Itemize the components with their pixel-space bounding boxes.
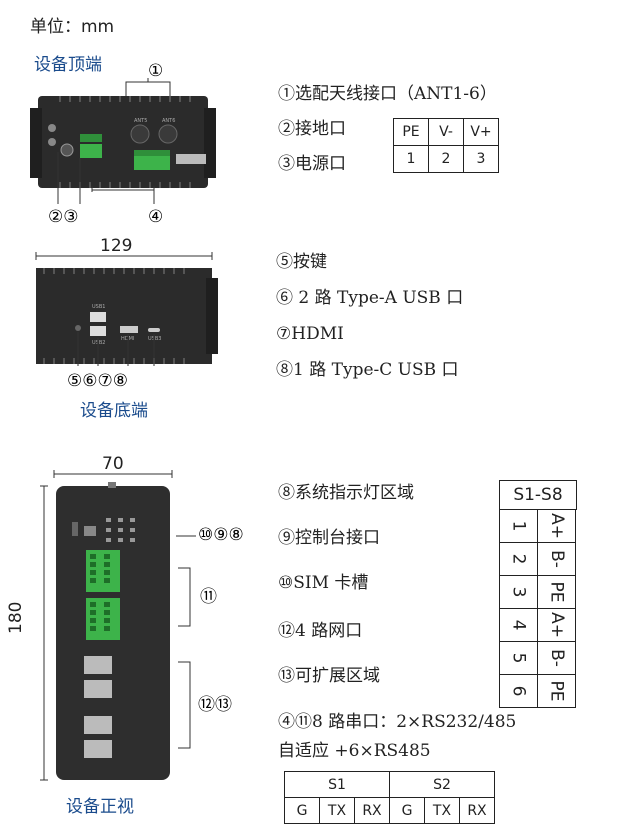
- ethernet-port-icon: [84, 680, 112, 698]
- front-view-title: 设备正视: [66, 797, 134, 817]
- callout-10-9-8: ⑩⑨⑧: [198, 525, 244, 545]
- bottom-width-dim: 129: [100, 236, 133, 256]
- callout-1: ①: [148, 61, 163, 81]
- antenna-port-icon: [130, 124, 150, 144]
- bottom-item-5: ⑤按键: [276, 252, 327, 272]
- serial-line-1: ④⑪8 路串口：2×RS232/485: [278, 712, 517, 732]
- svg-text:USB1: USB1: [92, 304, 105, 310]
- front-item-9: ⑨控制台接口: [278, 528, 380, 548]
- usb-a-port-icon: [90, 312, 106, 322]
- serial-line-2: 自适应 +6×RS485: [278, 741, 431, 761]
- bottom-callouts: ⑤⑥⑦⑧: [67, 371, 128, 391]
- top-view-title: 设备顶端: [34, 55, 102, 75]
- ethernet-port-icon: [84, 740, 112, 758]
- callout-12-13: ⑫⑬: [198, 695, 232, 715]
- bottom-item-6: ⑥ 2 路 Type-A USB 口: [276, 288, 464, 308]
- reset-button-icon: [75, 325, 81, 331]
- front-item-10: ⑩SIM 卡槽: [278, 573, 369, 593]
- top-view-diagram: ① ANT5 ANT6 ②③ ④: [30, 61, 216, 227]
- callout-2-3: ②③: [48, 207, 78, 227]
- front-item-12: ⑫4 路网口: [278, 621, 363, 641]
- usb-c-port-icon: [148, 328, 160, 332]
- top-item-1: ①选配天线接口（ANT1-6）: [278, 84, 497, 104]
- bottom-item-8: ⑧1 路 Type-C USB 口: [276, 360, 459, 380]
- ground-screw-icon: [48, 124, 56, 132]
- front-height-dim: 180: [6, 601, 26, 634]
- top-item-3: ③电源口: [278, 154, 346, 174]
- console-port-icon: [84, 526, 96, 536]
- svg-text:ANT5: ANT5: [134, 118, 147, 124]
- antenna-port-icon: [158, 124, 178, 144]
- unit-label: 单位：mm: [30, 17, 115, 37]
- callout-11: ⑪: [200, 587, 217, 607]
- svg-text:ANT6: ANT6: [162, 118, 175, 124]
- front-width-dim: 70: [102, 454, 124, 474]
- svg-text:USB2: USB2: [92, 340, 105, 346]
- sim-slot-icon: [72, 522, 78, 536]
- power-terminal: [80, 144, 102, 158]
- rs-pin-table: S1 S2 G TX RX G TX RX: [284, 771, 495, 824]
- front-view-diagram: ⑩⑨⑧ ⑪ ⑫⑬: [40, 470, 244, 781]
- ground-port-icon: [60, 143, 74, 157]
- top-item-2: ②接地口: [278, 119, 346, 139]
- svg-text:USB3: USB3: [148, 336, 161, 342]
- callout-4: ④: [148, 207, 163, 227]
- usb-a-port-icon: [90, 326, 106, 336]
- bottom-view-diagram: USB1 USB2 HDMI USB3 ⑤⑥⑦⑧: [35, 252, 218, 391]
- bottom-device-body: [36, 268, 212, 364]
- bottom-view-title: 设备底端: [80, 401, 148, 421]
- ethernet-port-icon: [84, 716, 112, 734]
- front-item-8: ⑧系统指示灯区域: [278, 483, 414, 503]
- front-item-13: ⑬可扩展区域: [278, 666, 380, 686]
- serial-terminal-block: [134, 156, 170, 170]
- power-pin-table: PE V- V+ 1 2 3: [393, 118, 499, 173]
- bottom-item-7: ⑦HDMI: [276, 324, 344, 344]
- hdmi-port-icon: [120, 326, 138, 333]
- ethernet-port-icon: [84, 656, 112, 674]
- s1-s8-table: S1-S8 1 2 3 4 5 6 A+ B- PE A+ B- PE: [499, 480, 577, 708]
- top-device-body: [38, 96, 208, 188]
